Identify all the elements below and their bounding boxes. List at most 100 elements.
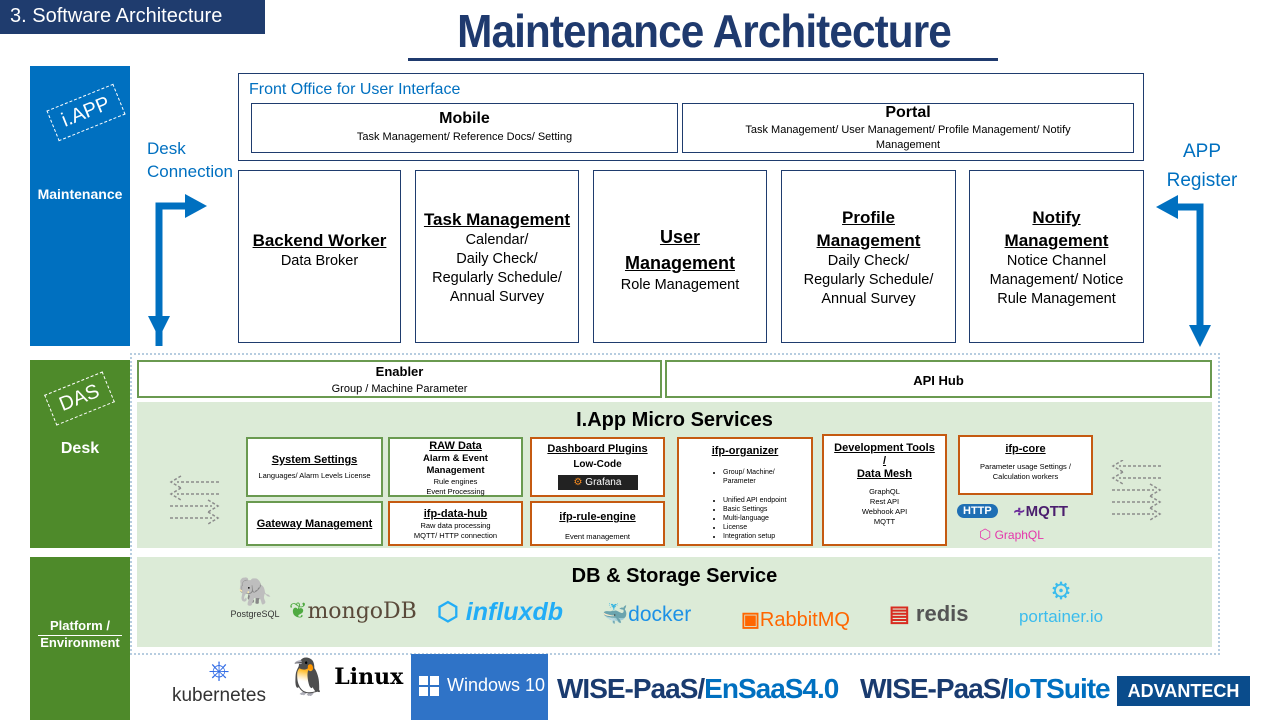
portal-title: Portal bbox=[885, 104, 931, 121]
portainer-logo-icon: ⚙ portainer.io bbox=[1018, 578, 1104, 626]
system-settings-box[interactable]: System Settings Languages/ Alarm Levels … bbox=[246, 437, 383, 497]
system-settings-title: System Settings bbox=[271, 454, 358, 466]
app-register-arrow-icon bbox=[1156, 195, 1211, 347]
enabler-bar[interactable]: Enabler Group / Machine Parameter bbox=[137, 360, 662, 398]
ifp-organizer-list-2: Unified API endpoint Basic Settings Mult… bbox=[679, 496, 811, 541]
backend-worker-title: Backend Worker bbox=[252, 231, 387, 250]
front-office-title: Front Office for User Interface bbox=[249, 81, 461, 98]
mqtt-logo-icon: ∻MQTT bbox=[1013, 503, 1069, 520]
graphql-logo-icon: ⬡ GraphQL bbox=[979, 526, 1044, 542]
list-item: Integration setup bbox=[723, 532, 811, 541]
profile-management-box[interactable]: Profile Management Daily Check/ Regularl… bbox=[781, 170, 956, 343]
mobile-box[interactable]: Mobile Task Management/ Reference Docs/ … bbox=[251, 103, 678, 153]
mongodb-logo-icon: ❦mongoDB bbox=[289, 599, 417, 624]
user-management-box[interactable]: User Management Role Management bbox=[593, 170, 767, 343]
dashboard-plugins-subtitle: Low-Code bbox=[573, 459, 622, 470]
das-frame bbox=[130, 353, 1220, 655]
user-management-title: User Management bbox=[624, 227, 736, 273]
ifp-data-hub-title: ifp-data-hub bbox=[423, 508, 488, 520]
user-management-body: Role Management bbox=[620, 277, 740, 293]
column-iapp: i.APP Maintenance bbox=[30, 66, 130, 346]
api-hub-bar[interactable]: API Hub bbox=[665, 360, 1212, 398]
raw-data-subtitle: Alarm & Event Management bbox=[423, 453, 488, 476]
list-item: Basic Settings bbox=[723, 505, 811, 514]
dashboard-plugins-title: Dashboard Plugins bbox=[547, 443, 648, 455]
left-transfer-arrows-icon bbox=[169, 475, 220, 525]
platform-divider bbox=[38, 635, 122, 636]
page-title: Maintenance Architecture bbox=[457, 5, 952, 57]
ifp-rule-engine-body: Event management bbox=[564, 532, 631, 541]
enabler-body: Group / Machine Parameter bbox=[331, 383, 468, 395]
profile-management-title: Profile Management bbox=[816, 208, 921, 250]
portal-body: Task Management/ User Management/ Profil… bbox=[745, 124, 1071, 151]
notify-management-body: Notice Channel Management/ Notice Rule M… bbox=[989, 253, 1124, 307]
desk-label: Desk bbox=[60, 440, 100, 457]
ifp-data-hub-body: Raw data processing MQTT/ HTTP connectio… bbox=[413, 521, 498, 540]
column-das: DAS Desk bbox=[30, 360, 130, 548]
linux-logo-icon: 🐧 Linux bbox=[285, 656, 404, 697]
enabler-title: Enabler bbox=[375, 364, 424, 379]
title-underline bbox=[408, 58, 998, 61]
db-storage-title: DB & Storage Service bbox=[571, 565, 778, 587]
iapp-stamp: i.APP bbox=[46, 83, 126, 142]
maintenance-label: Maintenance bbox=[37, 186, 123, 202]
das-stamp: DAS bbox=[44, 371, 116, 426]
front-office-panel: Front Office for User Interface Mobile T… bbox=[238, 73, 1144, 161]
micro-services-title: I.App Micro Services bbox=[576, 409, 773, 431]
notify-management-title: Notify Management bbox=[1004, 208, 1109, 250]
ifp-core-box[interactable]: ifp-core Parameter usage Settings / Calc… bbox=[958, 435, 1093, 495]
list-item: License bbox=[723, 523, 811, 532]
rabbitmq-logo-icon: ▣RabbitMQ bbox=[741, 609, 850, 631]
task-management-title: Task Management bbox=[423, 210, 571, 229]
list-item: Unified API endpoint bbox=[723, 496, 811, 505]
ifp-rule-engine-box[interactable]: ifp-rule-engine Event management bbox=[530, 501, 665, 546]
ifp-organizer-list-1: Group/ Machine/ Parameter bbox=[679, 468, 811, 486]
gateway-management-title: Gateway Management bbox=[256, 518, 373, 530]
portal-box[interactable]: Portal Task Management/ User Management/… bbox=[682, 103, 1134, 153]
grafana-logo-icon: ⚙ Grafana bbox=[557, 475, 638, 490]
ifp-core-body: Parameter usage Settings / Calculation w… bbox=[980, 462, 1071, 481]
docker-logo-icon: 🐳docker bbox=[602, 603, 692, 626]
development-tools-title: Development Tools / Data Mesh bbox=[834, 442, 935, 480]
iotsuite-logo-icon: WISE-PaaS/IoTSuite bbox=[860, 673, 1111, 704]
desk-connection-arrow-icon bbox=[148, 194, 207, 346]
windows-logo-icon: Windows 10 bbox=[411, 654, 548, 720]
notify-management-box[interactable]: Notify Management Notice Channel Managem… bbox=[969, 170, 1144, 343]
list-item: Group/ Machine/ Parameter bbox=[723, 468, 791, 486]
backend-worker-box[interactable]: Backend Worker Data Broker bbox=[238, 170, 401, 343]
profile-management-body: Daily Check/ Regularly Schedule/ Annual … bbox=[803, 253, 934, 307]
influxdb-logo-icon: ⬡ influxdb bbox=[437, 598, 563, 626]
mobile-title: Mobile bbox=[439, 110, 490, 127]
right-transfer-arrows-icon bbox=[1111, 460, 1162, 521]
system-settings-body: Languages/ Alarm Levels License bbox=[258, 471, 371, 480]
ifp-organizer-box[interactable]: ifp-organizer Group/ Machine/ Parameter … bbox=[677, 437, 813, 546]
micro-services-area: I.App Micro Services System Settings Lan… bbox=[137, 402, 1212, 548]
gateway-management-box[interactable]: Gateway Management bbox=[246, 501, 383, 546]
http-logo-icon: HTTP bbox=[957, 504, 998, 518]
section-tag: 3. Software Architecture bbox=[0, 0, 265, 34]
dashboard-plugins-box[interactable]: Dashboard Plugins Low-Code ⚙ Grafana bbox=[530, 437, 665, 497]
app-register-label: APP Register bbox=[1166, 141, 1238, 191]
task-management-body: Calendar/ Daily Check/ Regularly Schedul… bbox=[432, 232, 562, 305]
ifp-rule-engine-title: ifp-rule-engine bbox=[559, 511, 636, 523]
ifp-organizer-title: ifp-organizer bbox=[711, 445, 779, 457]
postgresql-logo-icon: 🐘 PostgreSQL bbox=[230, 576, 280, 619]
ifp-data-hub-box[interactable]: ifp-data-hub Raw data processing MQTT/ H… bbox=[388, 501, 523, 546]
raw-data-body: Rule engines Event Processing bbox=[426, 477, 485, 496]
db-storage-area: DB & Storage Service 🐘 PostgreSQL ❦mongo… bbox=[137, 557, 1212, 647]
advantech-logo-icon: ADVANTECH bbox=[1117, 676, 1250, 706]
raw-data-box[interactable]: RAW Data Alarm & Event Management Rule e… bbox=[388, 437, 523, 497]
backend-worker-body: Data Broker bbox=[280, 253, 359, 269]
platform-label: Platform / Environment bbox=[40, 618, 120, 650]
redis-logo-icon: ▤ redis bbox=[889, 601, 969, 626]
task-management-box[interactable]: Task Management Calendar/ Daily Check/ R… bbox=[415, 170, 579, 343]
development-tools-box[interactable]: Development Tools / Data Mesh GraphQL Re… bbox=[822, 434, 947, 546]
kubernetes-logo-icon: ⎈ kubernetes bbox=[171, 655, 266, 706]
desk-connection-label: Desk Connection bbox=[147, 139, 234, 181]
raw-data-title: RAW Data bbox=[429, 440, 482, 452]
ifp-core-title: ifp-core bbox=[1005, 443, 1046, 455]
mobile-body: Task Management/ Reference Docs/ Setting bbox=[356, 131, 573, 143]
list-item: Multi-language bbox=[723, 514, 811, 523]
development-tools-body: GraphQL Rest API Webhook API MQTT bbox=[861, 487, 908, 526]
ensaas-logo-icon: WISE-PaaS/EnSaaS4.0 bbox=[557, 673, 839, 704]
